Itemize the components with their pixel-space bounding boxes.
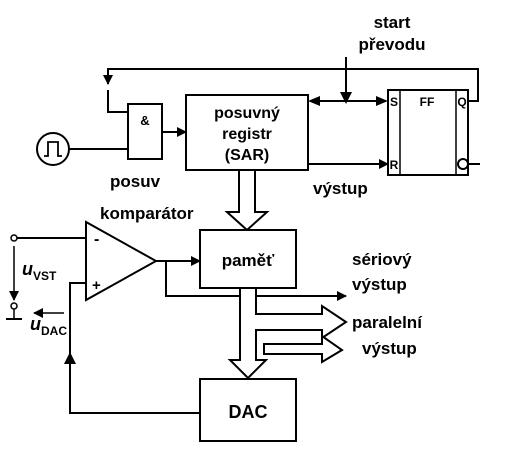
ff-negated-output [457,158,469,170]
dac-label: DAC [229,402,268,422]
arrowhead-to-sar [308,96,320,106]
seriovy-label-line2: výstup [352,275,407,294]
vystup-label: výstup [313,179,368,198]
square-wave-icon [44,141,62,157]
udac-label: uDAC [30,314,67,338]
comparator-minus: - [94,231,99,248]
komparator-label: komparátor [100,204,194,223]
seriovy-label-line1: sériový [352,250,412,269]
ff-r-pin: R [390,158,399,172]
start-arrowhead [340,92,352,104]
sar-label-line3: (SAR) [225,147,269,164]
uvst-label: uVST [22,259,57,283]
clock-generator-icon [36,132,70,166]
dac-block [199,378,297,442]
and-gate [127,103,163,160]
start-label-line2: převodu [358,35,425,54]
posuv-label: posuv [110,172,161,191]
sar-label-line2: registr [222,126,272,143]
pamet-block [199,229,297,289]
flip-flop-block [387,89,469,176]
serial-output-line [165,261,347,301]
ground-terminal [10,302,18,310]
dac-feedback-line [69,361,200,414]
pamet-label: paměť [222,251,275,270]
comparator [85,220,159,302]
arrowhead-to-ff-s [376,96,388,106]
and-gate-symbol: & [140,113,149,128]
ff-label: FF [420,95,435,109]
start-label-line1: start [374,13,411,32]
ff-s-pin: S [390,95,398,109]
paralelni-label-line1: paralelní [352,313,423,332]
paralelni-output-arrow [263,334,344,364]
sar-label-line1: posuvný [214,105,280,122]
input-terminal [10,234,18,242]
ff-q-pin: Q [457,95,466,109]
feedback-loop-line [103,68,479,102]
sar-to-pamet-bus-arrow [224,169,270,232]
paralelni-label-line2: výstup [362,339,417,358]
loop-to-and-line [107,90,128,113]
feedback-to-plus-line [69,282,86,361]
comparator-plus: + [92,277,101,294]
parallel-bus-arrow [227,287,348,380]
